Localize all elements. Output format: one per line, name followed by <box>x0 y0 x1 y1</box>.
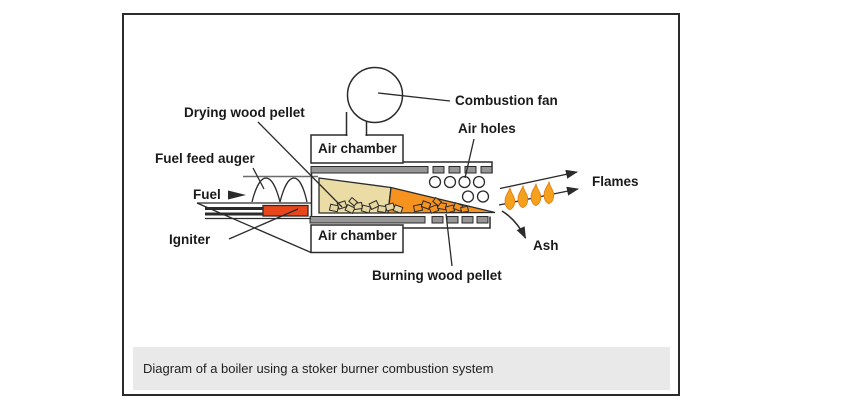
leader-fuel-feed-auger <box>252 167 265 190</box>
fan-duct-opening <box>347 128 366 137</box>
bottom-air-plate <box>309 216 489 224</box>
label-fuel: Fuel <box>193 187 221 202</box>
leader-burning-pellet <box>445 213 453 267</box>
igniter-element <box>262 204 309 217</box>
leader-igniter <box>228 208 299 240</box>
air-chamber-top-box <box>310 134 404 164</box>
leader-combustion-fan <box>377 92 451 102</box>
pellets-drying <box>328 196 404 215</box>
triangle-arrow-icon <box>228 190 246 200</box>
arrow-icon-flames-top <box>499 169 578 190</box>
label-burning-wood-pellet: Burning wood pellet <box>372 268 502 283</box>
label-drying-wood-pellet: Drying wood pellet <box>184 105 305 120</box>
label-air-holes: Air holes <box>458 121 516 136</box>
fan-circle-icon <box>346 66 404 124</box>
label-igniter: Igniter <box>169 232 211 247</box>
top-air-plate <box>310 166 493 174</box>
bottom-plate-wing <box>403 216 491 229</box>
igniter-rod-top <box>205 207 263 210</box>
leader-air-holes <box>464 138 475 179</box>
leader-lines <box>196 92 475 267</box>
leader-drying-pellet <box>257 121 343 208</box>
air-chamber-bottom-box <box>310 224 404 254</box>
curved-arrow-icon-ash <box>501 210 527 239</box>
caption-text: Diagram of a boiler using a stoker burne… <box>143 361 494 376</box>
label-combustion-fan: Combustion fan <box>455 93 558 108</box>
label-flames: Flames <box>592 174 639 189</box>
label-fuel-feed-auger: Fuel feed auger <box>155 151 255 166</box>
igniter-rod-bottom <box>205 212 263 216</box>
caption-bar: Diagram of a boiler using a stoker burne… <box>133 347 670 390</box>
pellets-burning <box>412 196 470 214</box>
label-air-chamber-top: Air chamber <box>318 141 397 156</box>
air-holes-circles <box>428 175 490 203</box>
label-ash: Ash <box>533 238 559 253</box>
label-air-chamber-bottom: Air chamber <box>318 228 397 243</box>
